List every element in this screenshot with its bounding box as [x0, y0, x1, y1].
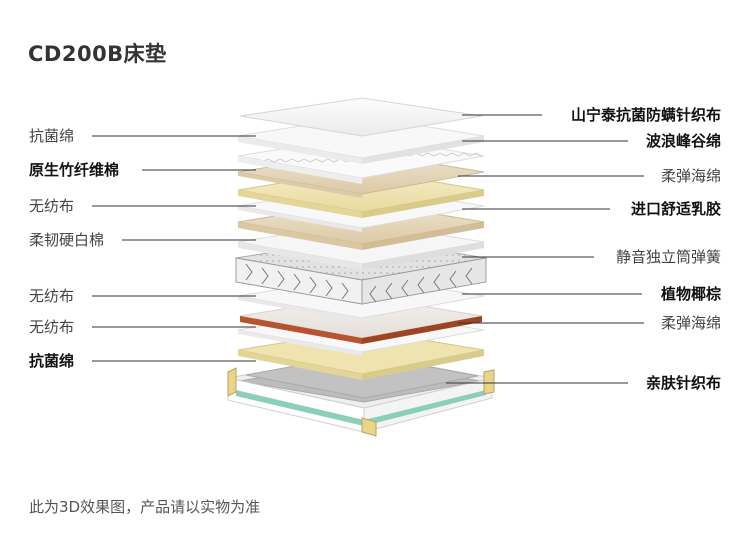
knit-fabric-top [239, 97, 483, 137]
left-leader-lines [92, 135, 256, 362]
label-nonwoven-lower: 无纺布 [29, 318, 75, 336]
disclaimer-footnote: 此为3D效果图，产品请以实物为准 [29, 498, 261, 516]
label-soft-foam-lower: 柔弹海绵 [660, 314, 721, 332]
page-title: CD200B床垫 [28, 42, 167, 66]
label-bamboo-fiber-cotton: 原生竹纤维棉 [29, 161, 120, 179]
label-antibacterial-foam-bottom: 抗菌绵 [29, 352, 75, 370]
label-latex: 进口舒适乳胶 [630, 200, 721, 218]
label-knit-fabric-top: 山宁泰抗菌防螨针织布 [570, 106, 721, 124]
label-soft-foam-upper: 柔弹海绵 [660, 167, 721, 185]
label-wave-foam: 波浪峰谷绵 [645, 132, 721, 150]
label-nonwoven-mid: 无纺布 [29, 287, 75, 305]
label-pocket-springs: 静音独立筒弹簧 [615, 248, 721, 266]
right-leader-lines [446, 114, 644, 384]
label-nonwoven-upper: 无纺布 [29, 197, 75, 215]
label-antibacterial-foam-top: 抗菌绵 [29, 127, 75, 145]
label-firm-white-cotton: 柔韧硬白棉 [29, 231, 105, 249]
antibacterial-foam-top [237, 115, 485, 164]
label-knit-fabric-bottom: 亲肤针织布 [645, 374, 721, 392]
label-coir: 植物椰棕 [660, 285, 721, 303]
